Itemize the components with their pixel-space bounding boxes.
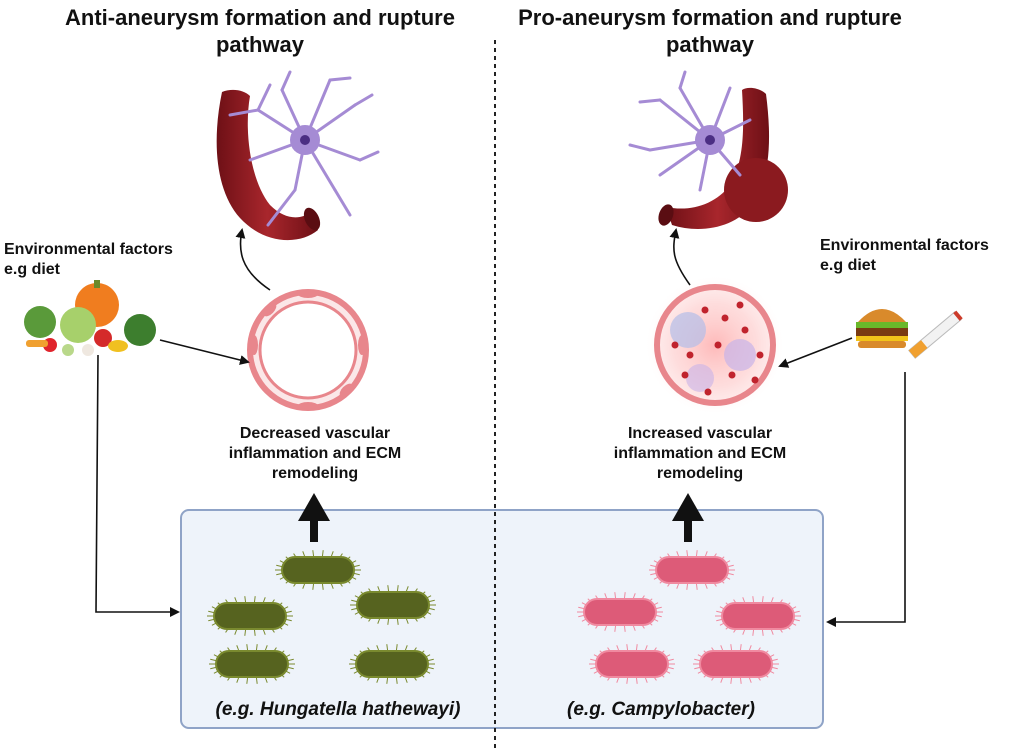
left-effect-line1: Decreased vascular [239, 425, 391, 442]
left-effect-label: Decreased vascular inflammation and ECM … [205, 424, 425, 484]
left-effect-line2: inflammation and ECM [228, 445, 402, 462]
right-vessel-aneurysm-icon [628, 70, 788, 229]
right-env-line2: e.g diet [820, 257, 877, 274]
left-title-line1: Anti-aneurysm formation and rupture [65, 5, 455, 30]
left-title: Anti-aneurysm formation and rupture path… [40, 4, 480, 58]
left-title-line2: pathway [215, 32, 305, 57]
bacterium [355, 650, 429, 678]
left-example-label: (e.g. Hungatella hathewayi) [215, 699, 461, 720]
right-title-line2: pathway [665, 32, 755, 57]
healthy-vessel-cross-section [247, 289, 369, 411]
bacterium [699, 650, 773, 678]
right-title: Pro-aneurysm formation and rupture pathw… [500, 4, 920, 58]
beneficial-bacteria [207, 550, 436, 684]
right-effect-line3: remodeling [656, 465, 744, 482]
right-env-label: Environmental factors e.g diet [820, 236, 1010, 276]
right-effect-line2: inflammation and ECM [613, 445, 787, 462]
right-example-label: (e.g. Campylobacter) [567, 699, 755, 720]
vegetables-icon [24, 280, 156, 356]
bacterium [721, 602, 795, 630]
right-effect-label: Increased vascular inflammation and ECM … [590, 424, 810, 484]
left-vessel-neuron-icon [216, 70, 380, 241]
bacterium [356, 591, 430, 619]
bacterium [281, 556, 355, 584]
left-env-line1: Environmental factors [4, 241, 173, 258]
right-effect-line1: Increased vascular [627, 425, 773, 442]
bacterium-flagella [649, 550, 735, 590]
left-effect-line3: remodeling [271, 465, 359, 482]
left-env-line2: e.g diet [4, 261, 61, 278]
bacterium [655, 556, 729, 584]
left-env-label: Environmental factors e.g diet [4, 240, 204, 280]
burger-cigarette-icon [856, 309, 963, 359]
pathogenic-bacteria [577, 550, 801, 684]
right-title-line1: Pro-aneurysm formation and rupture [518, 5, 902, 30]
bacterium [215, 650, 289, 678]
bacterium [583, 598, 657, 626]
bacterium [213, 602, 287, 630]
right-env-line1: Environmental factors [820, 237, 989, 254]
arrows [95, 228, 906, 627]
effect-arrows [298, 493, 704, 542]
inflamed-vessel-cross-section [645, 275, 785, 415]
bacterium [595, 650, 669, 678]
